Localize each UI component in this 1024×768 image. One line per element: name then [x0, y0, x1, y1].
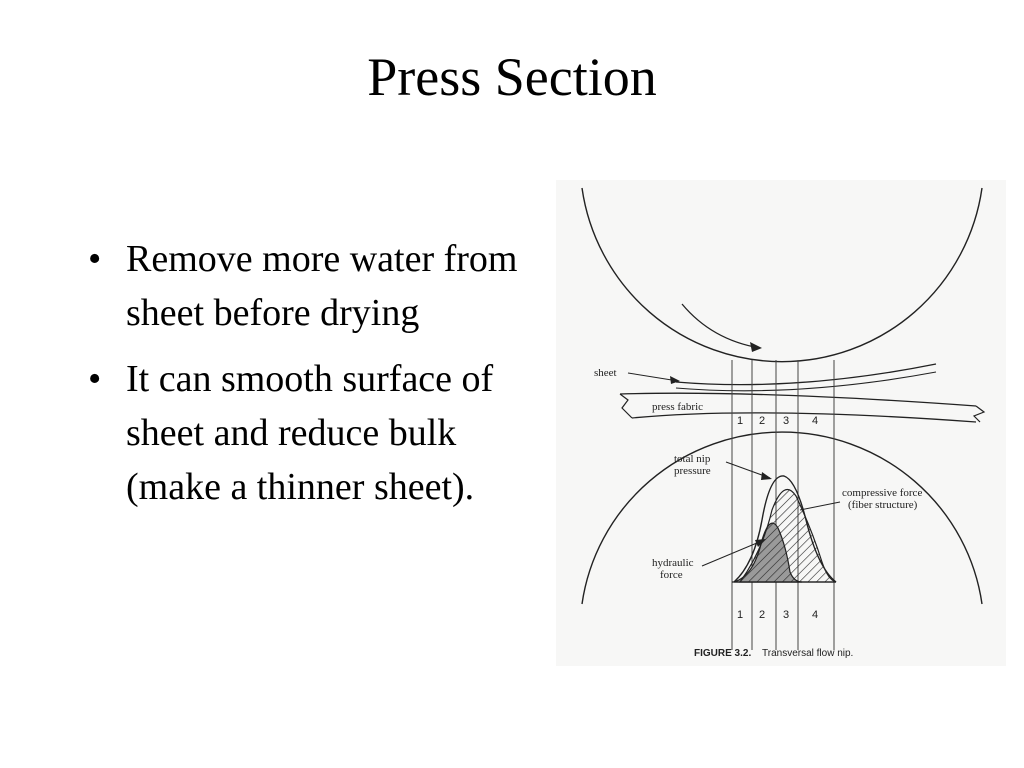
- hydraulic-force-leader-head: [755, 539, 766, 547]
- compressive-force-label: (fiber structure): [848, 499, 918, 511]
- bullet-text: Remove more water from sheet before dryi…: [126, 238, 518, 334]
- zone-number-top: 2: [759, 415, 765, 427]
- bullet-text: It can smooth surface of sheet and reduc…: [126, 358, 494, 508]
- compressive-force-curve: [738, 488, 837, 583]
- zone-number-bottom: 1: [737, 609, 743, 621]
- total-nip-pressure-curve: [733, 475, 837, 583]
- zone-number-top: 3: [783, 415, 789, 427]
- hydraulic-force-label: force: [660, 569, 683, 581]
- bullet-item: • Remove more water from sheet before dr…: [84, 232, 524, 340]
- zone-number-bottom: 4: [812, 609, 818, 621]
- compressive-force-label: compressive force: [842, 487, 922, 499]
- press-nip-figure: 1 2 3 4 1 2 3 4 sheet press fabric total…: [556, 180, 1006, 666]
- zone-number-bottom: 2: [759, 609, 765, 621]
- total-nip-pressure-label: pressure: [674, 465, 711, 477]
- hydraulic-force-leader: [701, 539, 765, 567]
- bullet-list: • Remove more water from sheet before dr…: [84, 232, 524, 526]
- bullet-marker: •: [88, 358, 102, 400]
- figure-caption-number: FIGURE 3.2.: [694, 648, 751, 659]
- compressive-force-leader: [799, 501, 841, 511]
- hydraulic-force-label: hydraulic: [652, 557, 694, 569]
- press-fabric-label: press fabric: [652, 401, 703, 413]
- bullet-marker: •: [88, 238, 102, 280]
- bullet-item: • It can smooth surface of sheet and red…: [84, 352, 524, 514]
- zone-number-top: 1: [737, 415, 743, 427]
- sheet-line: [675, 363, 937, 386]
- press-nip-diagram: 1 2 3 4 1 2 3 4 sheet press fabric total…: [581, 187, 986, 659]
- press-fabric-top: [619, 392, 977, 407]
- lower-roll: [581, 431, 983, 605]
- zone-number-bottom: 3: [783, 609, 789, 621]
- figure-caption-text: Transversal flow nip.: [762, 648, 853, 659]
- total-nip-pressure-leader-head: [761, 472, 772, 480]
- sheet-line-lower: [675, 371, 937, 392]
- press-fabric-right-break: [972, 405, 986, 423]
- rotation-arrow: [681, 303, 761, 349]
- press-fabric-left-break: [619, 393, 633, 419]
- press-fabric-bottom: [631, 412, 977, 423]
- total-nip-pressure-label: total nip: [674, 453, 711, 465]
- slide-title: Press Section: [367, 47, 657, 107]
- upper-roll: [581, 187, 983, 363]
- sheet-leader-head: [670, 376, 680, 384]
- zone-number-top: 4: [812, 415, 818, 427]
- rotation-arrowhead: [750, 342, 762, 352]
- sheet-leader: [627, 372, 679, 382]
- sheet-label: sheet: [594, 367, 617, 379]
